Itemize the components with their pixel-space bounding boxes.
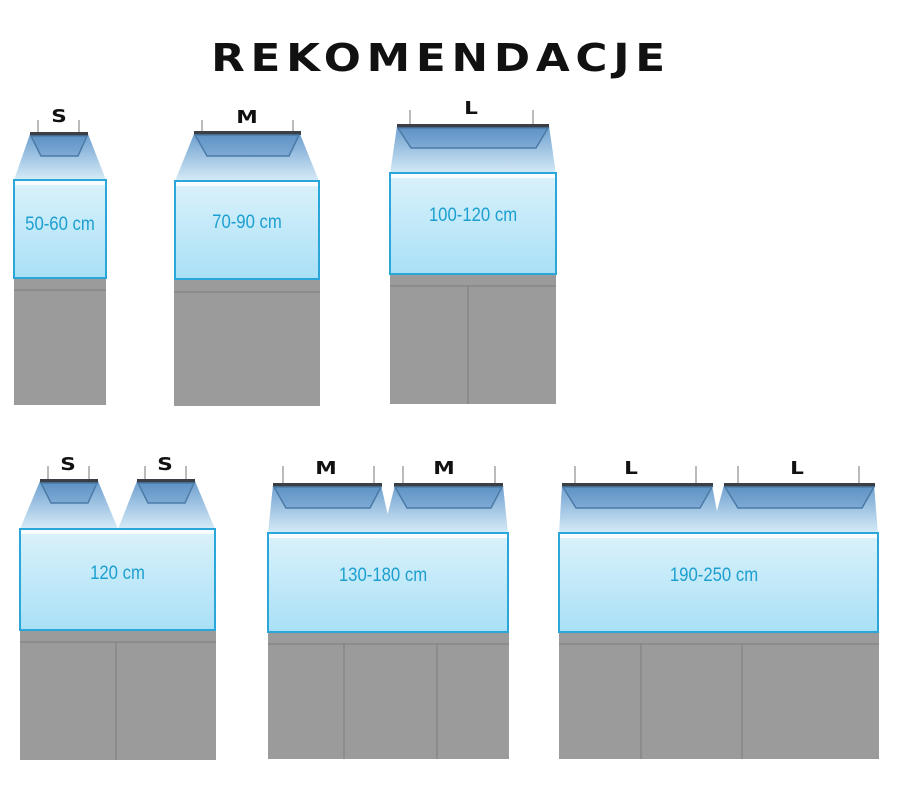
- lamp-size-label: M: [236, 107, 258, 128]
- aquarium-tank: [389, 172, 557, 275]
- lamp-panel: [39, 482, 99, 504]
- lamp-bar: [394, 483, 503, 487]
- tank-width-label: 50-60 cm: [25, 214, 95, 235]
- lamp-panel: [561, 486, 714, 509]
- aquarium-double-m: [267, 466, 509, 759]
- lamp-panel: [136, 482, 196, 504]
- aquarium-single-m: [174, 120, 320, 406]
- lamp-size-label: L: [464, 98, 478, 119]
- lamp-bar: [724, 483, 875, 487]
- tank-width-label: 130-180 cm: [338, 565, 428, 586]
- light-cone: [20, 481, 118, 529]
- lamp-bar: [397, 124, 549, 128]
- tank-width-label: 70-90 cm: [212, 212, 282, 233]
- lamp-size-label: M: [315, 458, 337, 479]
- aquarium-tank: [19, 528, 216, 631]
- cabinet: [20, 631, 216, 760]
- lamp-panel: [272, 486, 383, 509]
- lamp-panel: [29, 135, 89, 157]
- aquarium-tank: [174, 180, 320, 280]
- lamp-bar: [194, 131, 301, 135]
- lamp-panel: [396, 127, 550, 149]
- lamp-panel: [723, 486, 876, 509]
- lamp-bar: [30, 132, 88, 136]
- lamp-size-label: S: [60, 454, 76, 475]
- lamp-size-label: L: [790, 458, 804, 479]
- lamp-bar: [562, 483, 713, 487]
- tank-width-label: 100-120 cm: [428, 205, 518, 226]
- lamp-bar: [273, 483, 382, 487]
- lamp-bar: [40, 479, 98, 483]
- lamp-size-label: S: [51, 106, 67, 127]
- tank-width-label: 190-250 cm: [669, 565, 759, 586]
- lamp-size-label: L: [624, 458, 638, 479]
- cabinet: [390, 275, 556, 404]
- aquarium-tank: [13, 179, 107, 279]
- aquarium-single-l: [389, 110, 557, 404]
- lamp-panel: [393, 486, 504, 509]
- lamp-size-label: M: [433, 458, 455, 479]
- lamp-size-label: S: [157, 454, 173, 475]
- aquarium-single-s: [13, 120, 107, 405]
- aquarium-tank: [267, 532, 509, 633]
- aquarium-double-s: [19, 466, 216, 760]
- page-title: REKOMENDACJE: [211, 36, 671, 80]
- cabinet: [14, 279, 106, 405]
- tank-width-label: 120 cm: [90, 563, 145, 584]
- cabinet: [559, 633, 879, 759]
- lamp-bar: [137, 479, 195, 483]
- lamp-panel: [193, 134, 301, 157]
- cabinet: [268, 633, 509, 759]
- cabinet: [174, 280, 320, 406]
- aquarium-double-l: [558, 466, 879, 759]
- aquarium-tank: [558, 532, 879, 633]
